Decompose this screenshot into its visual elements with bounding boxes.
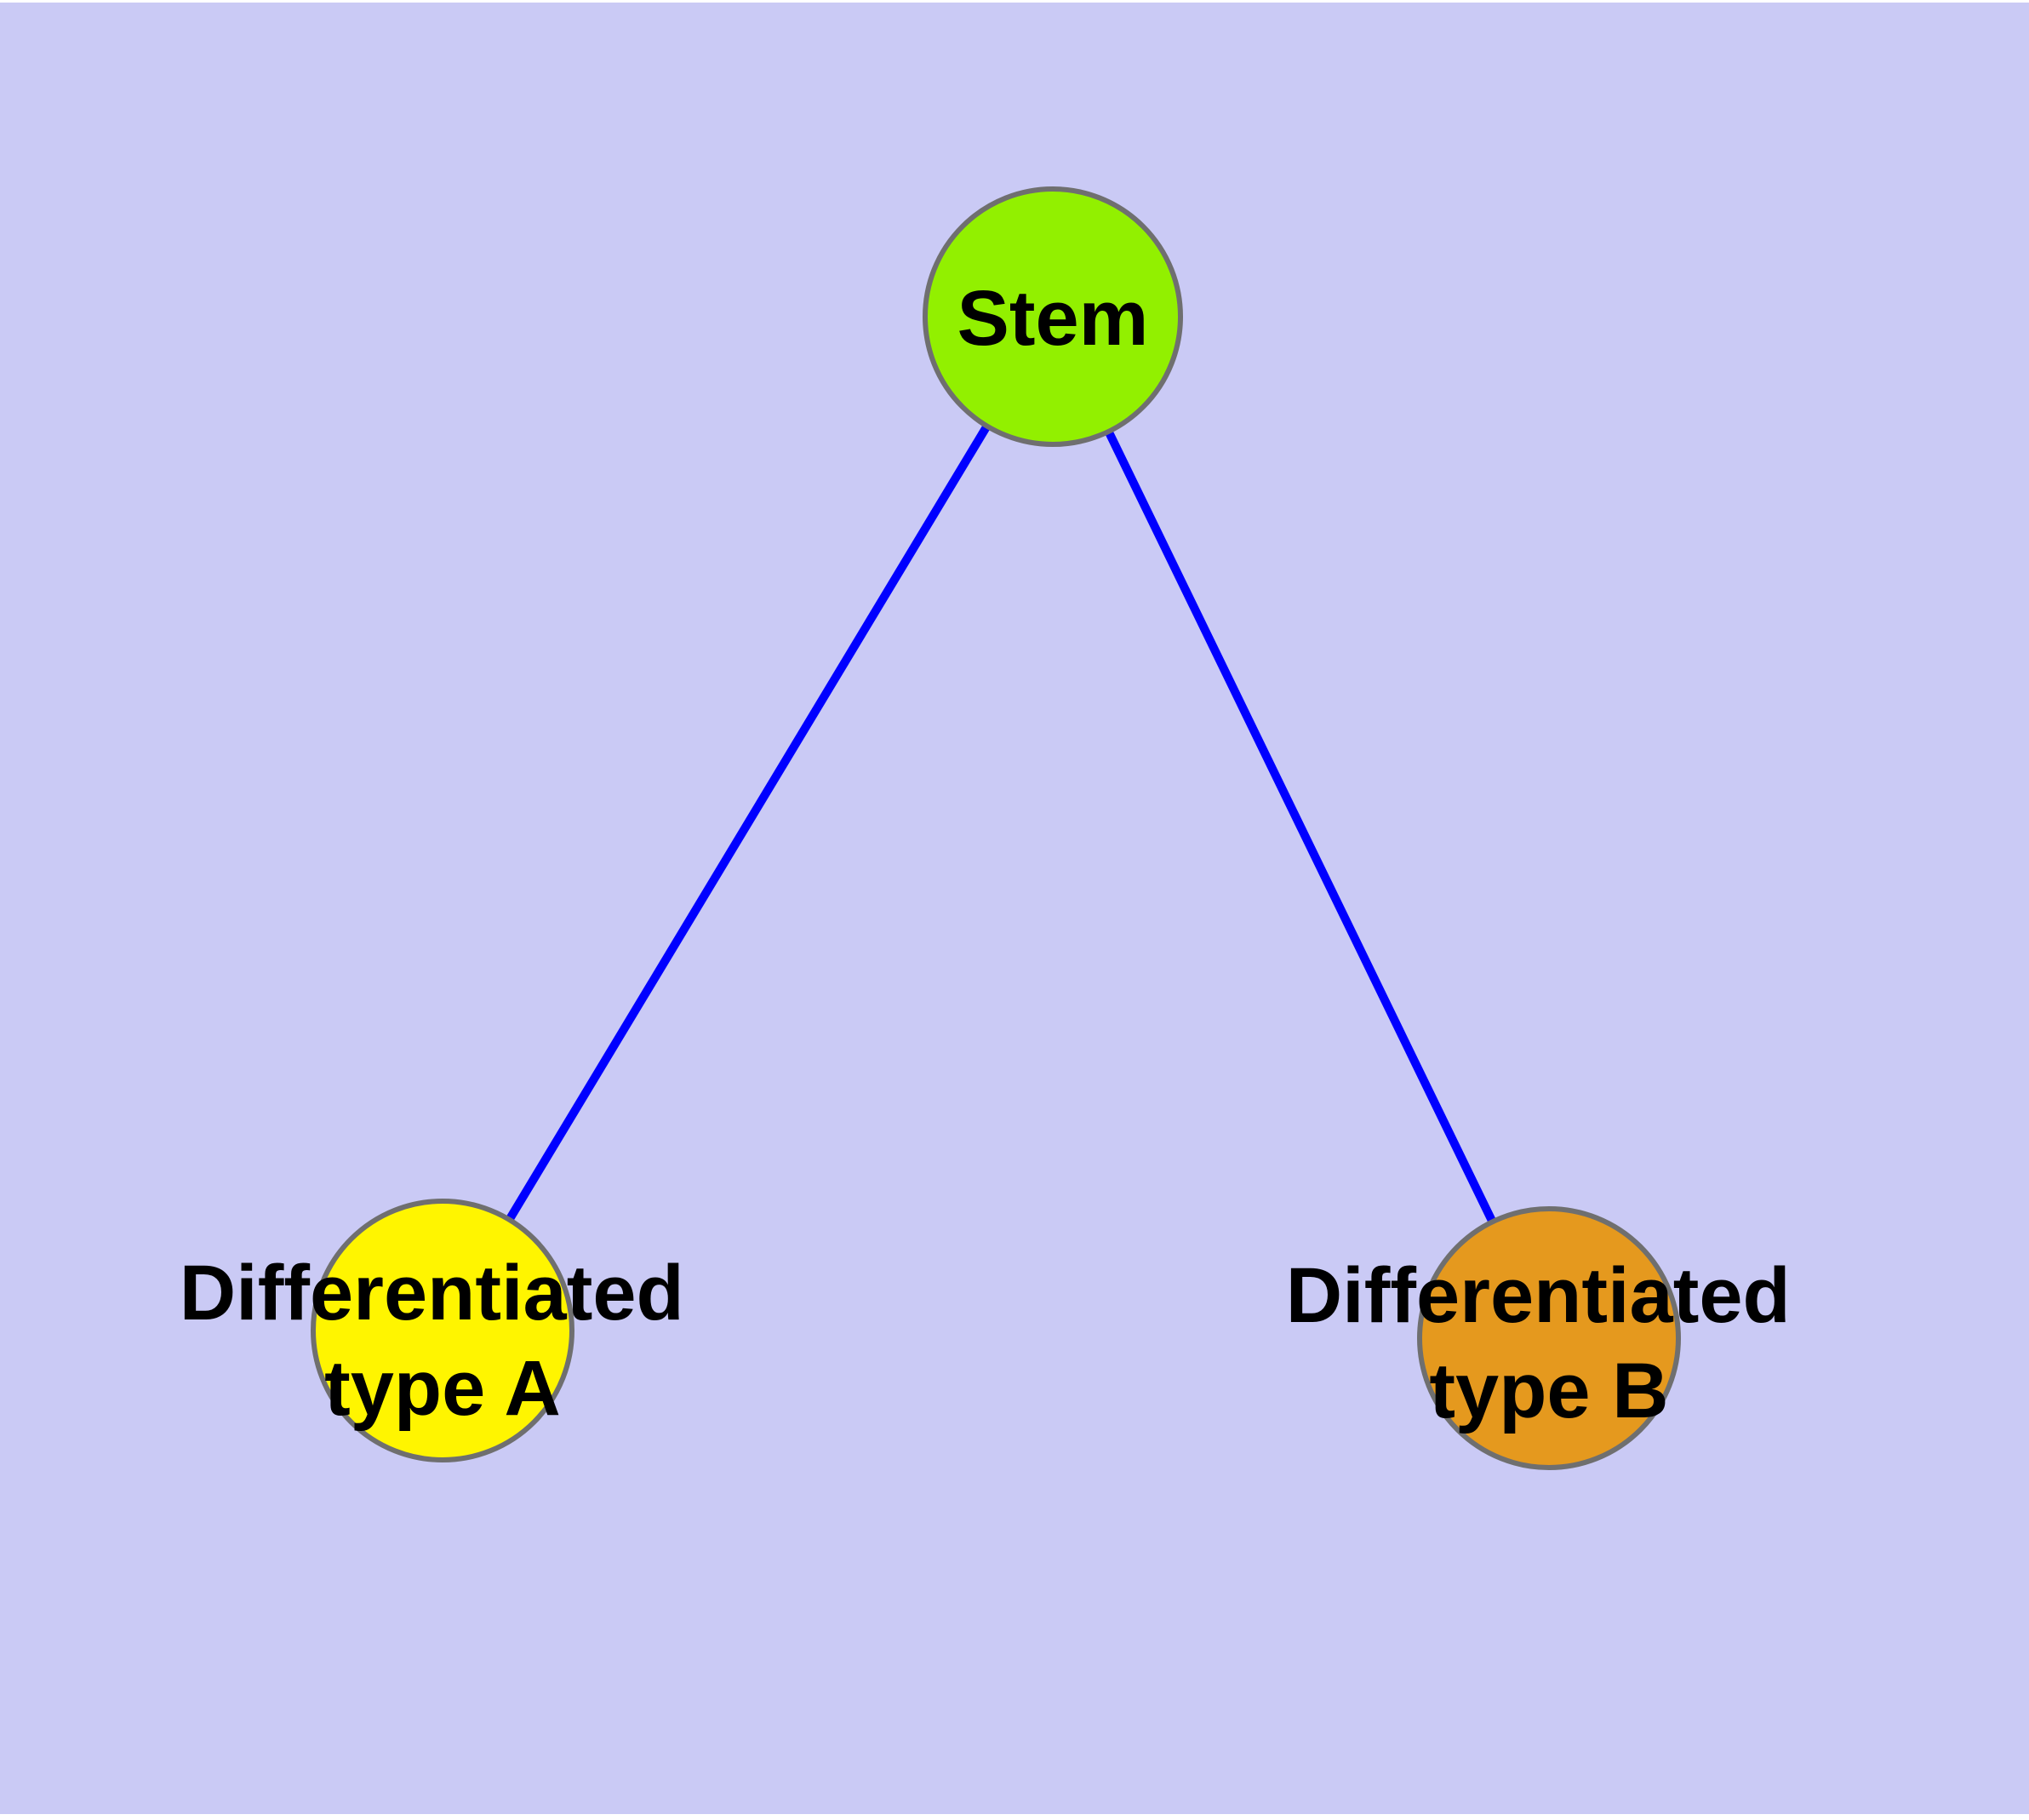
node-type-a-circle — [311, 1199, 574, 1462]
node-stem-label: Stem — [957, 275, 1149, 362]
edge-stem-to-type-a — [438, 314, 1057, 1333]
node-type-b-label-line1: Differentiated — [1286, 1252, 1791, 1339]
node-type-b-label-line2: type B — [1429, 1348, 1668, 1434]
node-type-b-circle — [1417, 1206, 1681, 1470]
node-type-a-label: Differentiated type A — [180, 1250, 706, 1432]
node-stem-circle — [923, 186, 1183, 447]
edge-stem-to-type-b — [1049, 314, 1553, 1341]
node-type-a-label-line2: type A — [324, 1345, 561, 1432]
cell-differentiation-diagram: Stem Differentiated type A Differentiate… — [0, 3, 2029, 1814]
node-type-b-label: Differentiated type B — [1286, 1252, 1813, 1434]
node-type-a-label-line1: Differentiated — [180, 1250, 684, 1336]
